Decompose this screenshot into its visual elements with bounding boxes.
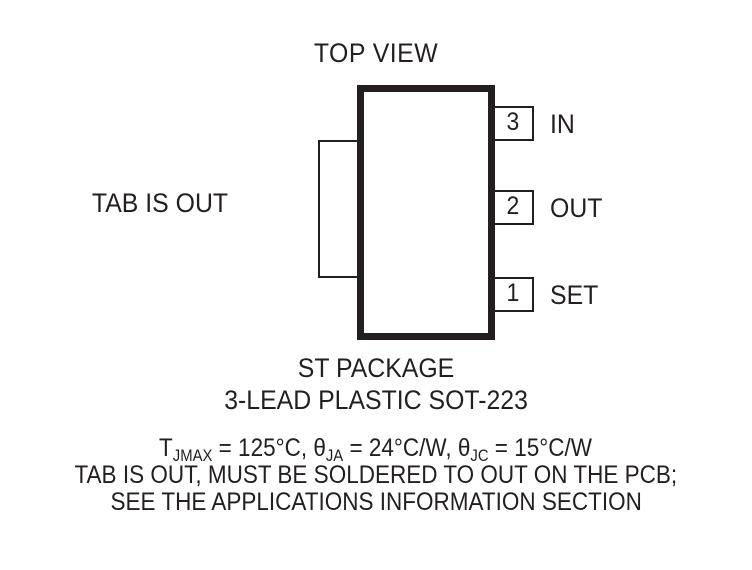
theta-ja-value: = 24°C/W, [343, 434, 459, 462]
pin-3-box: 3 [492, 106, 534, 141]
thermal-note-line: TJMAX = 125°C, θJA = 24°C/W, θJC = 15°C/… [0, 434, 752, 465]
theta-jc-subscript: JC [470, 446, 490, 465]
solder-note-text: TAB IS OUT, MUST BE SOLDERED TO OUT ON T… [74, 461, 678, 489]
theta-jc-value: = 15°C/W [489, 434, 593, 462]
applications-note-line: SEE THE APPLICATIONS INFORMATION SECTION [0, 488, 752, 517]
theta-jc-symbol: θ [458, 434, 471, 462]
pin-2-label: OUT [550, 193, 603, 223]
package-type-caption: 3-LEAD PLASTIC SOT-223 [0, 385, 752, 416]
pin-1-box: 1 [492, 277, 534, 312]
theta-ja-subscript: JA [326, 446, 344, 465]
tab-is-out-label: TAB IS OUT [91, 188, 229, 218]
pin-1-number: 1 [506, 279, 520, 307]
package-body-outline [357, 85, 495, 340]
tjmax-value: = 125°C, [212, 434, 314, 462]
pin-1-label: SET [550, 280, 599, 310]
tjmax-subscript: JMAX [173, 446, 213, 465]
applications-note-text: SEE THE APPLICATIONS INFORMATION SECTION [110, 488, 642, 516]
package-tab [318, 140, 363, 278]
pin-2-box: 2 [492, 190, 534, 225]
pin-2-number: 2 [506, 192, 520, 220]
theta-ja-symbol: θ [313, 434, 327, 462]
top-view-title: TOP VIEW [313, 38, 439, 68]
pin-3-number: 3 [506, 108, 520, 136]
package-name-text: ST PACKAGE [297, 353, 455, 383]
tjmax-symbol: T [159, 434, 174, 462]
pin-3-label: IN [550, 109, 575, 139]
package-type-text: 3-LEAD PLASTIC SOT-223 [224, 385, 528, 415]
solder-note-line: TAB IS OUT, MUST BE SOLDERED TO OUT ON T… [0, 461, 752, 490]
package-name-caption: ST PACKAGE [0, 353, 752, 384]
